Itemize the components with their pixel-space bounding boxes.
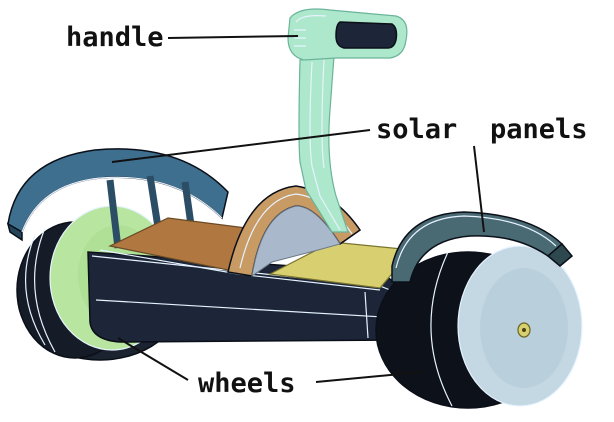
stem-edge-2 (321, 59, 325, 169)
base-mid-edge (95, 299, 401, 319)
handle-grip-opening (335, 21, 398, 49)
handle-edge (295, 15, 327, 23)
leader-handle (167, 35, 299, 39)
left-tire-seam (33, 227, 56, 353)
stem-icon (298, 55, 349, 233)
leader-wheel-left (117, 337, 189, 381)
axle-center (522, 328, 526, 332)
base-side-edge (364, 291, 369, 339)
leader-wheel-right (315, 371, 423, 383)
stem (298, 55, 349, 233)
leader-solar-right (473, 145, 485, 233)
leader-lines (111, 35, 485, 383)
left-fender-edge (21, 176, 223, 233)
leader-solar-left (111, 129, 371, 163)
right-wheel (375, 245, 583, 409)
right-fender-tip (546, 242, 574, 267)
labels: handle solar panels wheels (66, 22, 588, 399)
label-panels: panels (490, 114, 588, 145)
label-solar: solar (376, 114, 457, 145)
stem-edge (309, 61, 341, 231)
handle-ridges (294, 29, 306, 47)
arch-inner (251, 205, 341, 278)
fender-rib-1 (106, 179, 122, 249)
left-fender-side (6, 222, 23, 242)
handle (287, 8, 408, 61)
left-tire-seam-2 (25, 234, 46, 346)
right-tire-seam (430, 251, 453, 407)
label-wheels: wheels (198, 368, 296, 399)
right-fender (391, 211, 574, 283)
right-fender-edge (395, 215, 557, 269)
label-handle: handle (66, 22, 164, 53)
